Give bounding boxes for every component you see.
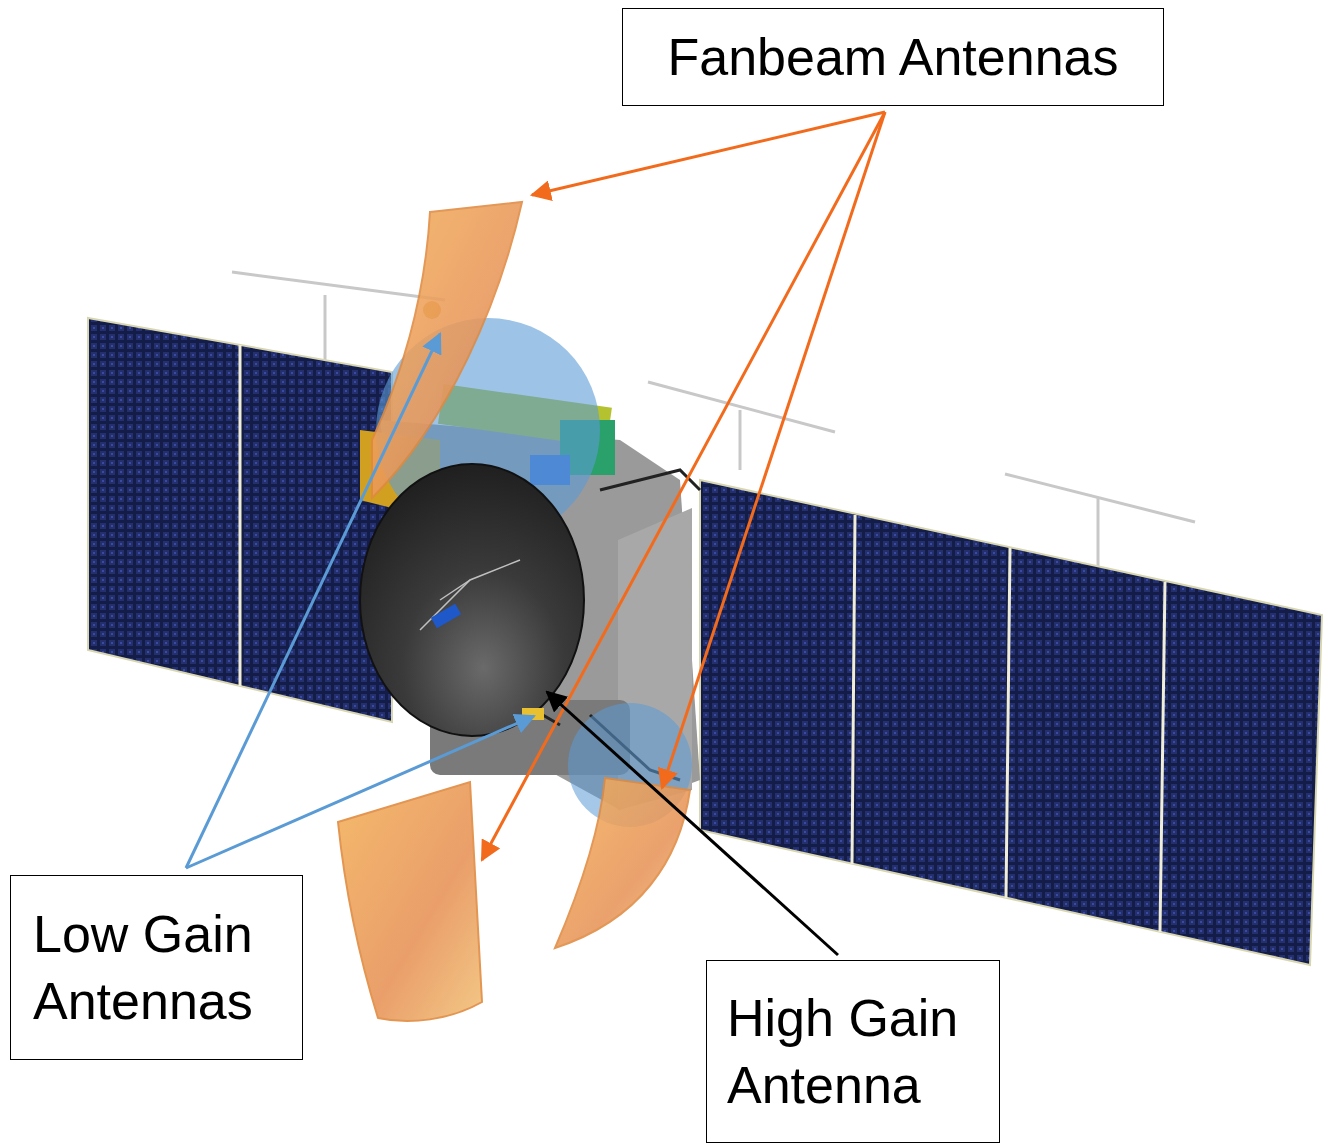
callout-label: Low Gain Antennas — [33, 901, 280, 1034]
leader-line — [186, 716, 534, 868]
callout-box: Fanbeam Antennas — [622, 8, 1164, 106]
fanbeam-antenna — [372, 202, 522, 498]
boom — [1005, 474, 1195, 522]
callout-box: Low Gain Antennas — [10, 875, 303, 1060]
dish-feed — [431, 604, 461, 628]
dish-feed — [420, 560, 520, 630]
leader-line — [547, 692, 838, 955]
panel-divider — [852, 515, 855, 864]
solar-panel — [700, 480, 1322, 965]
leader-line — [662, 112, 885, 788]
leader-line — [532, 112, 885, 195]
strut — [600, 470, 700, 490]
solar-panel — [88, 318, 392, 722]
solar-panel — [700, 480, 1322, 965]
callout-label: High Gain Antenna — [727, 985, 979, 1118]
panel-divider — [239, 345, 242, 686]
dish-feed — [440, 580, 470, 600]
callout-label: Fanbeam Antennas — [643, 24, 1143, 91]
panel-divider — [1006, 548, 1010, 898]
leader-lines — [186, 112, 885, 955]
boom — [324, 295, 327, 362]
leader-line — [186, 334, 440, 868]
callout-box: High Gain Antenna — [706, 960, 1000, 1143]
boom — [739, 410, 742, 470]
solar-panel — [88, 318, 392, 722]
dish-feed — [420, 560, 520, 630]
panel-divider — [1160, 582, 1165, 932]
boom — [232, 272, 445, 300]
leader-line — [482, 112, 885, 860]
fanbeam-antenna — [338, 782, 482, 1021]
